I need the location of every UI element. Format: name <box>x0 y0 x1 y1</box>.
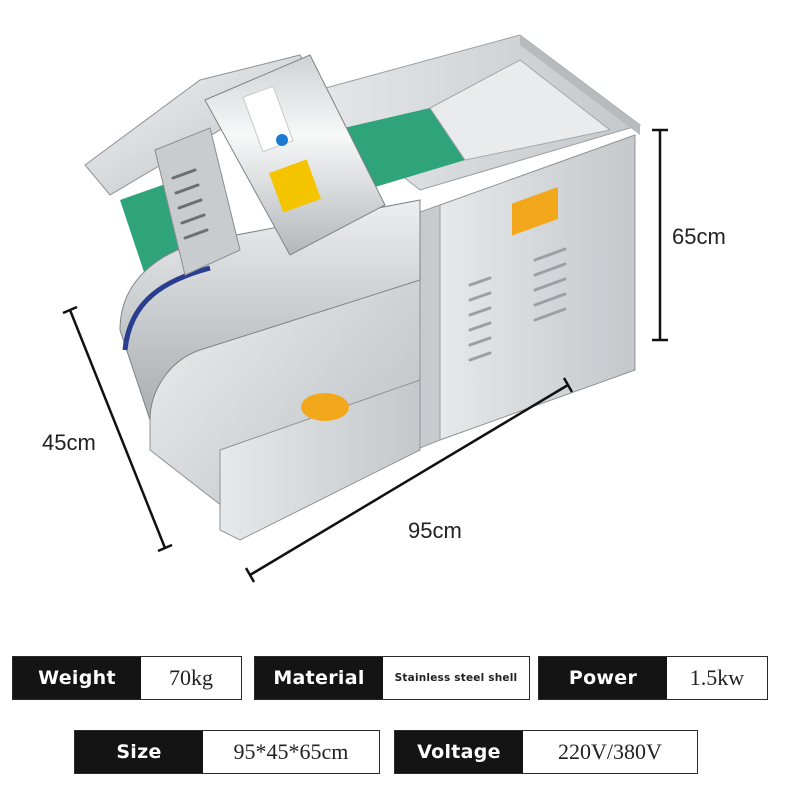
spec-material-value: Stainless steel shell <box>394 672 518 684</box>
spec-power-value: 1.5kw <box>689 665 745 690</box>
brand-badge <box>301 393 349 421</box>
cabinet-warning-label <box>512 186 558 236</box>
spec-voltage: Voltage 220V/380V <box>394 730 698 774</box>
spec-size-label: Size <box>75 731 203 773</box>
spec-size: Size 95*45*65cm <box>74 730 380 774</box>
spec-power: Power 1.5kw <box>538 656 768 700</box>
spec-material-label: Material <box>255 657 383 699</box>
dim-depth <box>62 305 173 553</box>
spec-weight-label: Weight <box>13 657 141 699</box>
dim-width <box>244 377 574 583</box>
spec-weight: Weight 70kg <box>12 656 242 700</box>
spec-material: Material Stainless steel shell <box>254 656 530 700</box>
spec-weight-value: 70kg <box>169 665 213 690</box>
warning-sticker-yellow <box>269 159 321 213</box>
dim-depth-label: 45cm <box>42 430 96 455</box>
dim-width-label: 95cm <box>408 518 462 543</box>
dim-height-label: 65cm <box>672 224 726 249</box>
spec-voltage-value: 220V/380V <box>558 739 662 764</box>
product-image-vegetable-cutter: 65cm 45cm 95cm <box>42 34 726 583</box>
spec-voltage-label: Voltage <box>395 731 523 773</box>
spec-size-value: 95*45*65cm <box>233 739 349 764</box>
spec-power-label: Power <box>539 657 667 699</box>
dim-height <box>652 128 668 342</box>
